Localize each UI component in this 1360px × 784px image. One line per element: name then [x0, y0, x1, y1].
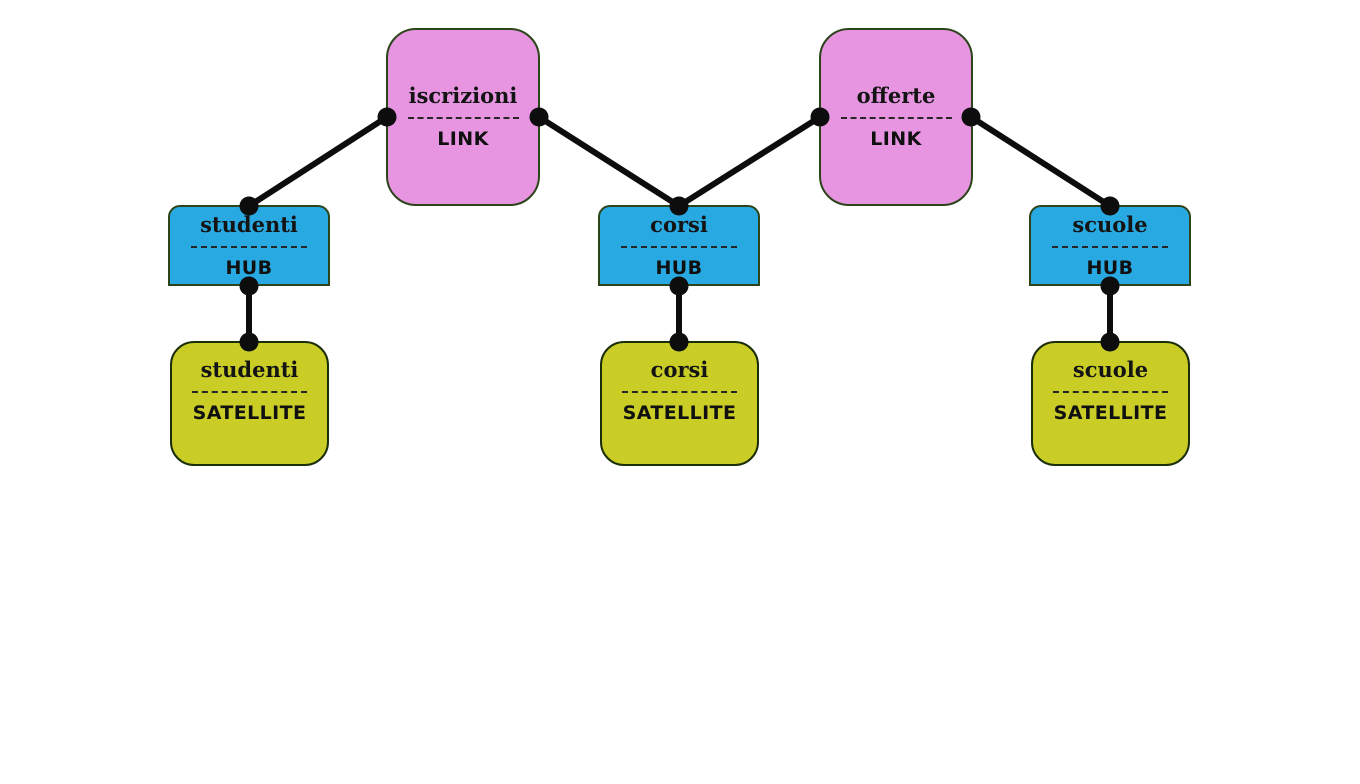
- node-divider: [620, 245, 738, 248]
- node-title: corsi: [650, 211, 708, 237]
- node-kind-label: HUB: [1086, 256, 1134, 279]
- node-title: studenti: [200, 356, 299, 382]
- node-hub-studenti: studenti HUB: [168, 205, 330, 286]
- node-divider: [190, 245, 308, 248]
- node-satellite-corsi: corsi SATELLITE: [600, 341, 759, 466]
- node-hub-corsi: corsi HUB: [598, 205, 760, 286]
- node-hub-scuole: scuole HUB: [1029, 205, 1191, 286]
- node-title: scuole: [1072, 356, 1149, 382]
- node-kind-label: SATELLITE: [1053, 401, 1168, 424]
- node-link-offerte: offerte LINK: [819, 28, 973, 206]
- node-divider: [622, 390, 737, 393]
- node-link-iscrizioni: iscrizioni LINK: [386, 28, 540, 206]
- node-divider: [840, 117, 952, 119]
- node-title: scuole: [1072, 211, 1148, 237]
- node-title: studenti: [200, 211, 298, 237]
- edge-iscrizioni-studenti: [247, 114, 389, 209]
- node-divider: [192, 390, 307, 393]
- edge-offerte-corsi: [677, 114, 822, 209]
- node-kind-label: SATELLITE: [192, 401, 307, 424]
- node-title: corsi: [650, 356, 709, 382]
- node-divider: [407, 117, 519, 119]
- edge-offerte-scuole: [969, 114, 1112, 209]
- node-kind-label: SATELLITE: [622, 401, 737, 424]
- node-divider: [1051, 245, 1169, 248]
- node-satellite-scuole: scuole SATELLITE: [1031, 341, 1190, 466]
- node-kind-label: HUB: [655, 256, 703, 279]
- edge-iscrizioni-corsi: [537, 114, 681, 209]
- node-kind-label: HUB: [225, 256, 273, 279]
- node-kind-label: LINK: [870, 128, 922, 150]
- node-title: iscrizioni: [408, 83, 518, 108]
- node-kind-label: LINK: [437, 128, 489, 150]
- node-divider: [1053, 390, 1168, 393]
- node-title: offerte: [856, 83, 936, 108]
- node-satellite-studenti: studenti SATELLITE: [170, 341, 329, 466]
